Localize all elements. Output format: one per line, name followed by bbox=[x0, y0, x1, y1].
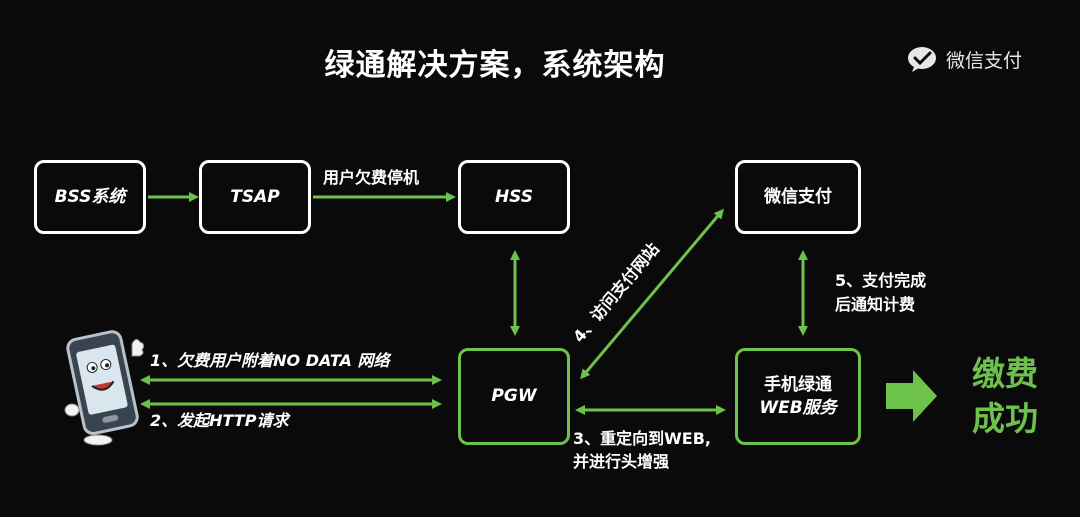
node-web-service: 手机绿通 WEB服务 bbox=[735, 348, 861, 445]
big-arrow-icon bbox=[886, 370, 937, 422]
node-tsap-label: TSAP bbox=[230, 186, 280, 207]
brand-logo: 微信支付 bbox=[906, 44, 1022, 74]
label-step5-line1: 5、支付完成 bbox=[835, 271, 927, 290]
node-wechat-pay-label: 微信支付 bbox=[764, 186, 832, 207]
payment-success-text: 缴费 成功 bbox=[960, 352, 1050, 441]
node-hss: HSS bbox=[458, 160, 570, 234]
node-web-service-label-1: 手机绿通 bbox=[764, 374, 832, 395]
wechat-pay-icon bbox=[908, 47, 936, 72]
node-web-service-label-2: WEB服务 bbox=[759, 397, 837, 418]
label-step1: 1、欠费用户附着NO DATA 网络 bbox=[150, 351, 390, 370]
phone-icon bbox=[64, 330, 145, 446]
label-step3-line1: 3、重定向到WEB, bbox=[573, 429, 711, 448]
label-step2: 2、发起HTTP请求 bbox=[150, 411, 289, 430]
label-tsap-hss: 用户欠费停机 bbox=[323, 168, 420, 187]
label-step5-line2: 后通知计费 bbox=[835, 295, 916, 314]
payment-success-line1: 缴费 bbox=[972, 354, 1038, 393]
node-pgw: PGW bbox=[458, 348, 570, 445]
node-tsap: TSAP bbox=[199, 160, 311, 234]
node-wechat-pay: 微信支付 bbox=[735, 160, 861, 234]
brand-name: 微信支付 bbox=[946, 49, 1023, 72]
node-hss-label: HSS bbox=[494, 186, 534, 207]
node-bss: BSS系统 bbox=[34, 160, 146, 234]
page-title: 绿通解决方案，系统架构 bbox=[324, 48, 666, 83]
payment-success-line2: 成功 bbox=[972, 398, 1038, 438]
node-bss-label: BSS系统 bbox=[54, 186, 126, 207]
label-step3-line2: 并进行头增强 bbox=[573, 452, 670, 471]
arrow-pgw-wechat bbox=[580, 208, 724, 380]
node-pgw-label: PGW bbox=[491, 386, 537, 407]
